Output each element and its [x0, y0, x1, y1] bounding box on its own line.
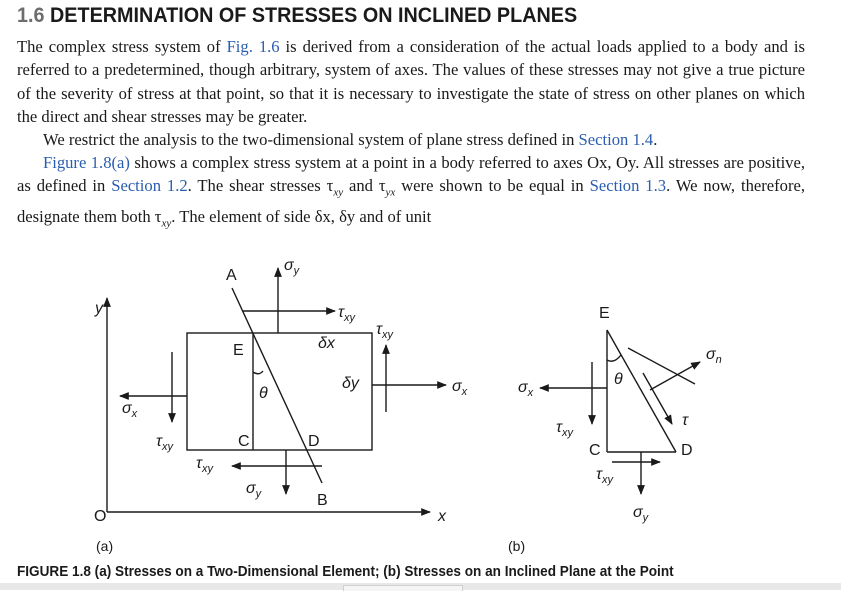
label-tau-b: τ — [682, 412, 689, 429]
para1-text-2: is derived from a consideration of the a… — [17, 37, 805, 127]
element-rectangle — [186, 332, 373, 451]
para3-text-3: and τ — [343, 176, 386, 196]
stress-diagram: y O x A B C D E θ δy δx σy τxy τxy σx σx… — [94, 257, 722, 554]
para3-text-1: shows a complex stress system at a point… — [17, 153, 805, 196]
theta-arc-b — [606, 354, 622, 362]
para3-text-4: were shown to be equal in — [395, 176, 590, 196]
para3-text-5: . We now, therefore, designate them both… — [17, 176, 806, 227]
section-number: 1.6 — [17, 3, 45, 27]
label-tau-xy-top: τxy — [338, 304, 356, 324]
label-y-axis: y — [94, 300, 104, 317]
label-point-a: A — [226, 267, 237, 284]
paragraph-1: The complex stress system of Fig. 1.6 is… — [17, 35, 805, 129]
para3-sub-yx: yx — [385, 186, 396, 199]
label-delta-x: δx — [318, 335, 336, 352]
para1-text-1: The complex stress system of — [17, 37, 227, 56]
label-sigma-y-b: σy — [633, 504, 650, 524]
theta-arc-a — [252, 370, 264, 375]
label-point-b: B — [317, 492, 328, 509]
label-sigma-y-top: σy — [284, 257, 301, 277]
para3-sub-xy-2: xy — [161, 217, 172, 230]
label-point-e: E — [233, 342, 244, 359]
label-tau-xy-right: τxy — [376, 321, 394, 341]
label-x-axis: x — [437, 508, 447, 525]
label-tau-xy-bottom: τxy — [196, 455, 214, 475]
figure-1-8: y O x A B C D E θ δy δx σy τxy τxy σx σx… — [0, 236, 841, 566]
label-origin: O — [94, 508, 106, 525]
sublabel-b: (b) — [508, 538, 525, 554]
label-point-c: C — [238, 433, 250, 450]
label-sigma-x-left: σx — [122, 400, 138, 420]
label-sigma-y-bottom: σy — [246, 480, 263, 500]
label-theta-a: θ — [259, 385, 268, 402]
link-figure-1-8a[interactable]: Figure 1.8(a) — [43, 153, 130, 172]
para2-text-2: . — [653, 130, 658, 149]
sigma-n-arrow — [649, 361, 701, 391]
label-tau-xy-left: τxy — [156, 433, 174, 453]
para3-sub-xy: xy — [333, 186, 344, 199]
normal-line-back — [627, 347, 696, 385]
label-point-c-b: C — [589, 442, 601, 459]
label-theta-b: θ — [614, 371, 623, 388]
paragraph-2: We restrict the analysis to the two-dime… — [17, 128, 805, 151]
inclined-plane-line — [231, 287, 323, 484]
label-tau-xy-b-bottom: τxy — [596, 466, 614, 486]
link-section-1-3[interactable]: Section 1.3 — [589, 176, 667, 196]
sublabel-a: (a) — [96, 538, 113, 554]
figure-caption: FIGURE 1.8 (a) Stresses on a Two-Dimensi… — [17, 564, 674, 580]
link-section-1-4[interactable]: Section 1.4 — [578, 130, 654, 149]
label-tau-xy-b-left: τxy — [556, 419, 574, 439]
link-fig-1-6[interactable]: Fig. 1.6 — [226, 37, 280, 56]
label-point-d-b: D — [681, 442, 693, 459]
triangle-inclined-edge — [606, 329, 677, 453]
label-point-e-b: E — [599, 305, 610, 322]
label-sigma-n: σn — [706, 346, 722, 366]
label-point-d: D — [308, 433, 320, 450]
bottom-scroll-area — [0, 583, 841, 591]
para2-text-1: We restrict the analysis to the two-dime… — [43, 130, 579, 149]
link-section-1-2[interactable]: Section 1.2 — [111, 176, 188, 196]
label-sigma-x-b: σx — [518, 379, 534, 399]
tau-inclined-arrow — [642, 372, 673, 425]
label-delta-y: δy — [342, 375, 360, 392]
para3-text-6: . The element of side δx, δy and of unit — [171, 207, 432, 227]
para3-text-2: . The shear stresses τ — [187, 176, 334, 196]
label-sigma-x-right: σx — [452, 378, 468, 398]
section-title: DETERMINATION OF STRESSES ON INCLINED PL… — [50, 3, 578, 27]
paragraph-3: Figure 1.8(a) shows a complex stress sys… — [17, 151, 805, 236]
bottom-tab[interactable] — [343, 585, 463, 591]
